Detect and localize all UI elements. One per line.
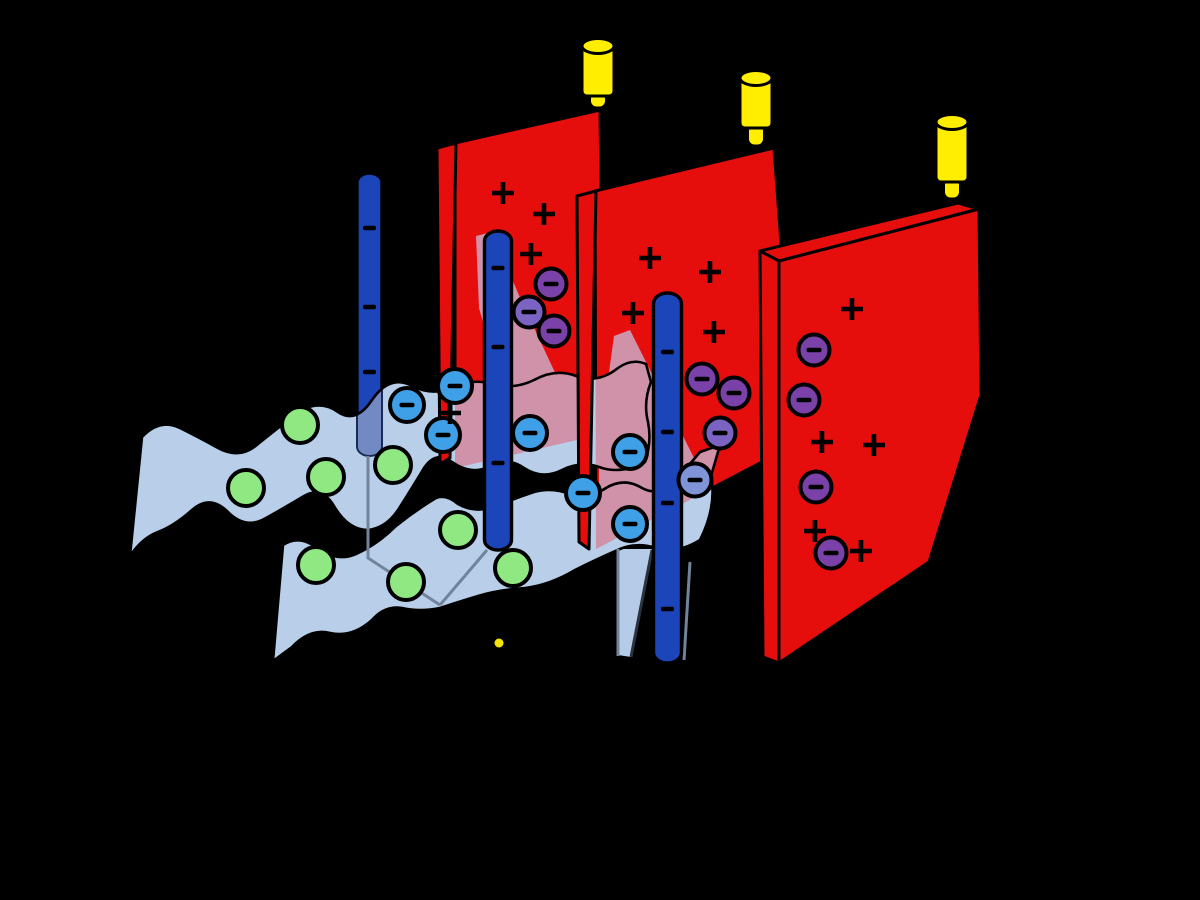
collector-plate-2-deposit-0 (684, 361, 720, 397)
dust-particle-5 (386, 562, 426, 602)
dust-particle-4-body (296, 545, 336, 585)
collector-plate-3-side-face (758, 249, 781, 665)
discharge-rod-3-minus-3 (661, 606, 674, 612)
dust-particle-1-body (226, 468, 266, 508)
discharge-rod-2-minus-2 (491, 460, 505, 466)
collector-plate-2-deposit-2-minus (712, 430, 728, 436)
charged-particle-5 (611, 433, 649, 471)
collector-plate-3-deposit-0-minus (806, 347, 822, 353)
collector-plate-3-plus-3 (804, 520, 826, 542)
collector-plate-1-plus-0 (492, 182, 514, 204)
collector-plate-2-deposit-2 (702, 415, 738, 451)
discharge-rod-3 (651, 291, 684, 665)
charged-particle-6 (611, 505, 649, 543)
collector-plate-2-side-face (575, 189, 598, 551)
gas-stream-lower-outline (271, 442, 722, 664)
charged-particle-0 (436, 367, 474, 405)
collector-plate-2-plus-1 (699, 261, 721, 283)
collector-plate-1-deposit-0-minus (543, 281, 559, 287)
insulator-bushing-3-top-rim (934, 113, 970, 131)
charged-particle-6-minus (622, 521, 638, 527)
migrating-particle-0-minus (687, 477, 703, 483)
discharge-rod-3-minus-1 (661, 429, 674, 435)
collector-plate-3-deposit-2 (798, 469, 834, 505)
charged-particle-2 (424, 416, 462, 454)
charged-particle-0-minus (447, 383, 463, 389)
corona-spark-dot (494, 638, 504, 648)
collector-plate-1-deposit-2-minus (546, 328, 562, 334)
insulator-bushing-3 (934, 113, 970, 201)
collector-plate-3-deposit-3-minus (823, 550, 839, 556)
collector-plate-2-plus-2 (622, 302, 644, 324)
dust-particle-6-body (438, 510, 478, 550)
collector-plate-1-deposit-2 (536, 313, 572, 349)
collector-plate-2-plus-3 (703, 321, 725, 343)
insulator-bushing-1-top-rim (580, 37, 616, 55)
discharge-rod-2 (482, 229, 514, 552)
collector-plate-3-deposit-1 (786, 382, 822, 418)
collector-plate-3-plus-4 (850, 540, 872, 562)
discharge-rod-3-body (651, 291, 684, 665)
collector-plate-3-deposit-1-minus (796, 397, 812, 403)
dust-particle-4 (296, 545, 336, 585)
dust-particle-5-body (386, 562, 426, 602)
collector-plate-3-plus-2 (863, 434, 885, 456)
dust-particle-3-body (373, 445, 413, 485)
collector-plate-2-deposit-1 (716, 375, 752, 411)
wire-drape-right (629, 549, 654, 658)
collector-plate-1-plus-1 (533, 203, 555, 225)
charged-particle-3-minus (522, 430, 538, 436)
dust-particle-7 (493, 548, 533, 588)
collector-plate-3-deposit-2-minus (808, 484, 824, 490)
collector-plate-2-deposit-0-minus (694, 376, 710, 382)
collector-plate-3-deposit-0 (796, 332, 832, 368)
discharge-rod-1-minus-2 (363, 369, 376, 375)
insulator-bushing-2 (738, 69, 774, 148)
collector-plate-2-deposit-1-minus (726, 390, 742, 396)
collector-plate-3-deposit-3 (813, 535, 849, 571)
dust-particle-1 (226, 468, 266, 508)
dust-particle-2-body (306, 457, 346, 497)
collector-plate-1-deposit-1-minus (521, 309, 537, 315)
insulator-bushing-2-top-rim (738, 69, 774, 87)
charged-particle-2-minus (435, 432, 451, 438)
migrating-particle-0 (676, 461, 714, 499)
discharge-rod-2-body (482, 229, 514, 552)
discharge-rod-1-minus-0 (363, 225, 376, 231)
gas-drape (618, 549, 652, 657)
charged-particle-4-minus (575, 490, 591, 496)
dust-particle-0 (280, 405, 320, 445)
dust-particle-3 (373, 445, 413, 485)
collector-plate-3-plus-0 (841, 298, 863, 320)
collector-plate-1-plus-3 (439, 402, 461, 424)
discharge-rod-1-minus-1 (363, 304, 376, 310)
discharge-rod-3-minus-0 (661, 349, 674, 355)
dust-particle-6 (438, 510, 478, 550)
charged-particle-5-minus (622, 449, 638, 455)
collector-plate-2-plus-0 (639, 247, 661, 269)
dust-particle-0-body (280, 405, 320, 445)
wire-rod3-side (682, 561, 692, 661)
collector-plate-1-plus-2 (520, 243, 542, 265)
insulator-bushing-1 (580, 37, 616, 110)
collector-plate-1-deposit-1 (511, 294, 547, 330)
collector-plate-3-plus-1 (811, 431, 833, 453)
discharge-rod-3-minus-2 (661, 500, 674, 506)
charged-particle-4 (564, 474, 602, 512)
wire-rod2-drop (438, 549, 489, 606)
dust-particle-7-body (493, 548, 533, 588)
discharge-rod-2-minus-0 (491, 265, 505, 271)
charged-particle-1 (388, 386, 426, 424)
dust-particle-2 (306, 457, 346, 497)
charged-particle-3 (511, 414, 549, 452)
discharge-rod-2-minus-1 (491, 344, 505, 350)
collector-plate-1-deposit-0 (533, 266, 569, 302)
charged-particle-1-minus (399, 402, 415, 408)
